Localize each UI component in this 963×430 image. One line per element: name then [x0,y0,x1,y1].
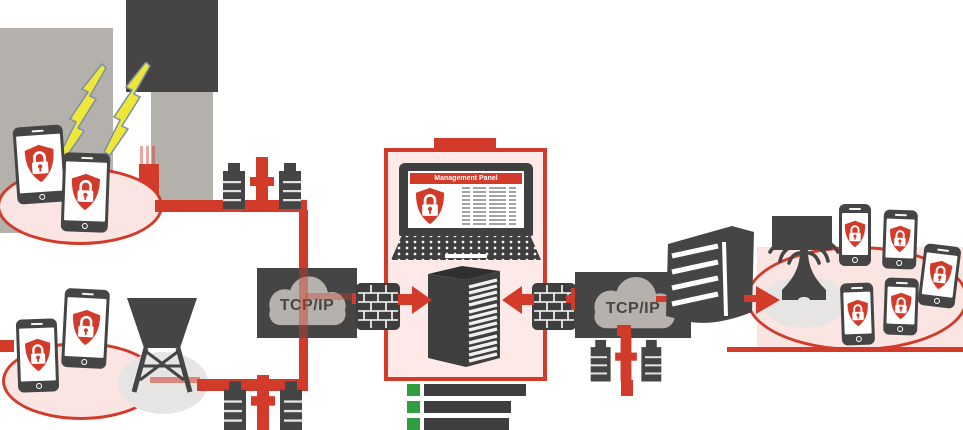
box-tab [434,138,496,150]
shield-lock-icon [845,298,870,328]
phone-speaker [895,281,908,285]
building-icon [151,92,213,203]
phone-icon [839,282,876,346]
shield-lock-icon [889,291,913,320]
connection-line [299,336,308,384]
connection-line [150,377,200,383]
phone-speaker [31,129,44,133]
connection-stub [621,380,633,396]
connection-line [299,210,308,270]
phone-screen [885,218,915,259]
phone-icon [883,277,919,336]
phone-icon [12,124,68,205]
legend-bar [424,384,526,396]
phone-home-button [855,335,862,343]
tcp-ip-label: TCP/IP [279,297,335,314]
phone-home-button [897,325,904,333]
firewall-icon [356,283,400,330]
shield-lock-icon [23,336,52,373]
connection-line [305,293,355,300]
phone-home-button [81,222,88,230]
shield-lock-icon [414,187,446,225]
phone-screen [15,133,64,194]
legend-bar [424,418,509,430]
phone-screen [921,252,958,298]
phone-screen [64,297,107,358]
phone-home-button [39,193,46,201]
phone-home-button [80,358,87,366]
phone-speaker [936,248,949,253]
phone-speaker [850,286,863,290]
phone-screen [64,161,108,222]
server-icon [428,266,500,367]
firewall-icon [532,283,576,330]
management-panel-title: Management Panel [410,173,522,184]
shield-lock-icon [69,171,102,212]
phone-icon [60,287,111,370]
phone-icon [881,209,919,270]
flow-arrow-icon [520,294,534,305]
phone-screen [886,286,916,325]
shield-lock-icon [69,308,102,347]
flow-arrow-icon [398,294,414,305]
phone-screen [842,213,868,255]
legend-bullet [407,401,420,413]
phone-home-button [896,259,903,267]
legend-bar [424,401,511,413]
lightning-icon [59,62,151,158]
phone-speaker [849,208,861,211]
phone-icon [839,204,871,266]
phone-icon [15,318,60,393]
phone-speaker [81,292,94,296]
shield-lock-icon [22,142,57,185]
connection-line [617,325,631,336]
legend-bullet [407,418,420,430]
laptop-spacebar [445,254,487,258]
cell-tower-icon [127,298,197,393]
shield-lock-icon [925,258,954,292]
base-station-icon [224,375,302,430]
connection-line [727,347,963,352]
signal-stripes-icon [140,146,156,164]
shield-lock-icon [888,224,912,253]
connection-stub [0,340,14,352]
phone-icon [917,242,962,310]
phone-screen [19,327,56,382]
flow-arrow-icon [756,286,780,314]
radio-antenna-icon [768,238,840,300]
flow-arrow-icon [744,295,760,302]
base-station-icon [590,334,662,382]
phone-home-button [852,257,858,263]
flow-arrow-icon [412,286,432,314]
phone-screen [843,291,872,335]
connection-line [197,379,308,391]
phone-home-button [35,382,42,390]
panel-list [462,187,516,226]
phone-icon [60,152,111,233]
shield-lock-icon [843,220,867,248]
base-station-icon [223,157,301,209]
flow-arrow-icon [502,286,522,314]
phone-speaker [80,156,93,160]
tcp-ip-label: TCP/IP [605,300,661,317]
building-icon [666,226,754,323]
phone-speaker [30,322,43,326]
connection-line [299,268,308,338]
phone-home-button [933,297,940,305]
phone-speaker [894,213,907,217]
legend-bullet [407,384,420,396]
